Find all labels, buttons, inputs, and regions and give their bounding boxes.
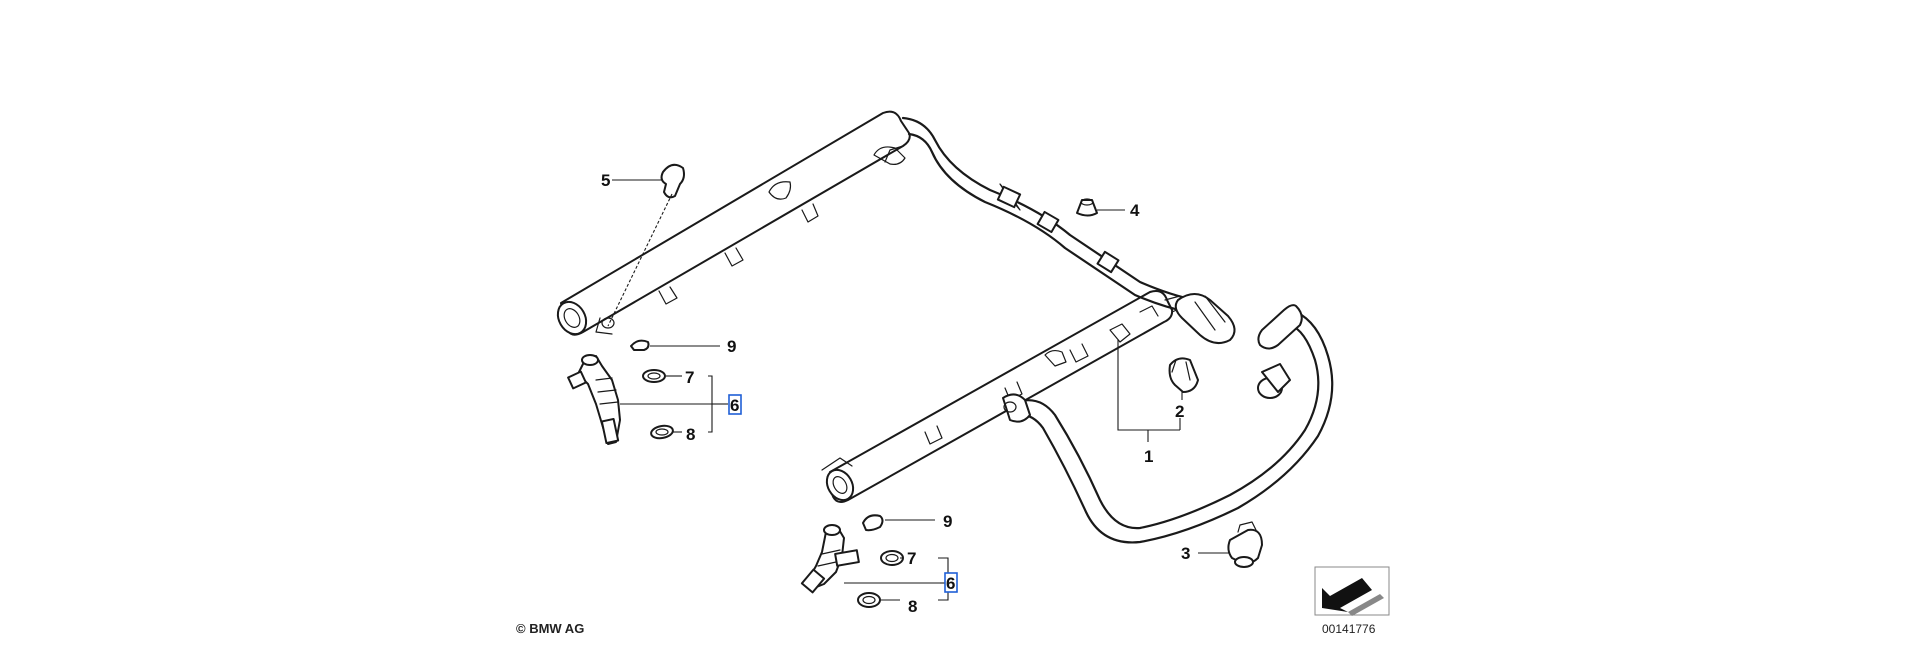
label-part-9-upper: 9 [727, 337, 736, 356]
injector-upper [567, 354, 621, 445]
return-hose [1002, 304, 1334, 544]
part-3-holder [1227, 521, 1263, 568]
label-part-7-lower: 7 [907, 549, 916, 568]
label-part-8-lower: 8 [908, 597, 917, 616]
copyright-notice: © BMW AG [516, 621, 584, 636]
label-part-9-lower: 9 [943, 512, 952, 531]
label-part-5: 5 [601, 171, 610, 190]
part-number-labels: 1 2 3 4 5 6 7 8 9 6 7 8 9 [601, 171, 1190, 616]
parts-diagram: 1 2 3 4 5 6 7 8 9 6 7 8 9 © BMW AG 00141… [500, 18, 1400, 648]
seal-ring-9-upper [630, 339, 650, 351]
direction-arrow-icon [1314, 566, 1390, 616]
connecting-hose [901, 116, 1236, 345]
highlight-box-6-upper [728, 394, 742, 415]
seal-ring-9-lower [862, 514, 884, 532]
injector-lower [800, 524, 860, 594]
image-id: 00141776 [1322, 622, 1376, 636]
part-2-clamp [1168, 357, 1199, 393]
highlight-box-6-lower [944, 572, 958, 593]
fuel-rail-lower [821, 290, 1187, 503]
fuel-rail-upper [556, 110, 911, 336]
o-ring-8-upper [650, 424, 674, 440]
label-part-1: 1 [1144, 447, 1153, 466]
label-part-7-upper: 7 [685, 368, 694, 387]
label-part-6-lower: 6 [946, 574, 955, 593]
label-part-8-upper: 8 [686, 425, 695, 444]
label-part-6-upper: 6 [730, 396, 739, 415]
o-ring-7-upper [642, 369, 666, 383]
part-5-bolt [607, 163, 685, 327]
part-4-grommet [1076, 198, 1098, 217]
o-ring-7-lower [880, 550, 904, 566]
label-part-2: 2 [1175, 402, 1184, 421]
label-part-3: 3 [1181, 544, 1190, 563]
diagram-svg: 1 2 3 4 5 6 7 8 9 6 7 8 9 © BMW AG 00141… [516, 110, 1390, 636]
label-part-4: 4 [1130, 201, 1140, 220]
o-ring-8-lower [857, 592, 881, 608]
